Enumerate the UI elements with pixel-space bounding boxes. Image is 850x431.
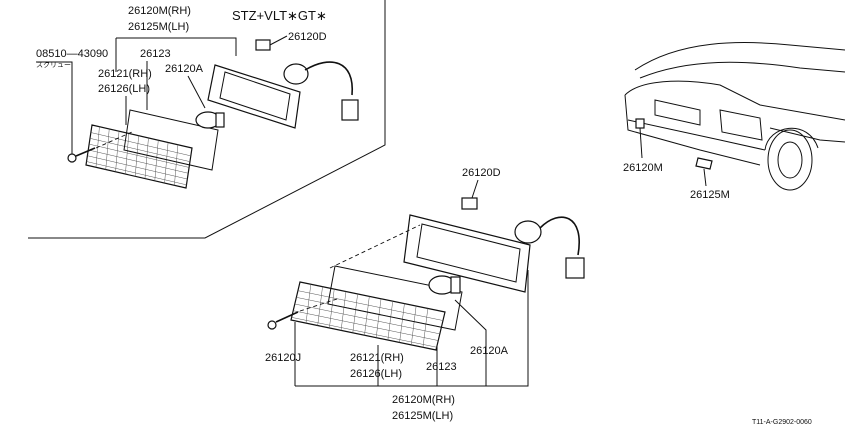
- main-bracket-main: [295, 270, 529, 387]
- inset-housing: [207, 63, 309, 129]
- car-lamp-lh: 26125M: [690, 189, 730, 201]
- inset-bulb-part: 26120A: [165, 63, 204, 75]
- inset-leader-screw: [36, 61, 73, 155]
- inset-socket-part: 26120D: [288, 31, 327, 43]
- main-gasket: [327, 265, 463, 331]
- main-panel: 26120D 26120J 26121(RH) 26126(LH) 26123 …: [265, 167, 585, 422]
- inset-variant-note: STZ+VLT∗GT∗: [232, 8, 327, 23]
- drawing-code: T11-A-G2902-0060: [752, 419, 812, 426]
- main-leader-socket: [471, 179, 479, 199]
- inset-bracket-main: [116, 37, 237, 56]
- main-screw-part: 26120J: [265, 352, 301, 364]
- main-housing: [403, 214, 542, 293]
- inset-screw-part: 08510—43090: [36, 48, 108, 60]
- main-main-part-lh: 26125M(LH): [392, 410, 453, 422]
- inset-leader-socket: [267, 35, 288, 47]
- inset-wire: [304, 61, 353, 96]
- main-leader-bulb: [454, 299, 487, 386]
- car-leader-rh: [639, 127, 643, 159]
- car-lamp-rh: 26120M: [623, 162, 663, 174]
- inset-lens-rh: 26121(RH): [98, 68, 152, 80]
- inset-leader-bulb: [187, 75, 206, 109]
- inset-lens: [85, 124, 193, 189]
- inset-border: [28, 0, 386, 239]
- main-bulb-part: 26120A: [470, 345, 509, 357]
- main-lens-lh: 26126(LH): [350, 368, 402, 380]
- main-connector: [565, 257, 585, 279]
- inset-main-part-rh: 26120M(RH): [128, 5, 191, 17]
- main-main-part-rh: 26120M(RH): [392, 394, 455, 406]
- car-front-icon: [624, 42, 846, 191]
- main-bulb: [428, 275, 461, 295]
- inset-screw-note: スクリュー: [36, 61, 71, 69]
- inset-gasket-part: 26123: [140, 48, 171, 60]
- inset-main-part-lh: 26125M(LH): [128, 21, 189, 33]
- inset-lens-lh: 26126(LH): [98, 83, 150, 95]
- main-wire: [539, 216, 580, 256]
- bulb-icon: [195, 111, 225, 129]
- main-screw-axis: [299, 297, 341, 312]
- car-leader-lh: [703, 168, 707, 187]
- connector-icon: [341, 99, 359, 121]
- main-socket-part: 26120D: [462, 167, 501, 179]
- inset-gasket: [123, 109, 219, 171]
- socket-icon: [255, 39, 271, 51]
- inset-panel: 26120M(RH) 26125M(LH) STZ+VLT∗GT∗ 08510—…: [28, 0, 386, 239]
- main-gasket-part: 26123: [426, 361, 457, 373]
- screw-icon: [67, 147, 96, 163]
- main-screw: [267, 311, 299, 330]
- main-lens-rh: 26121(RH): [350, 352, 404, 364]
- main-socket: [461, 197, 478, 210]
- main-assembly-axis: [329, 224, 421, 269]
